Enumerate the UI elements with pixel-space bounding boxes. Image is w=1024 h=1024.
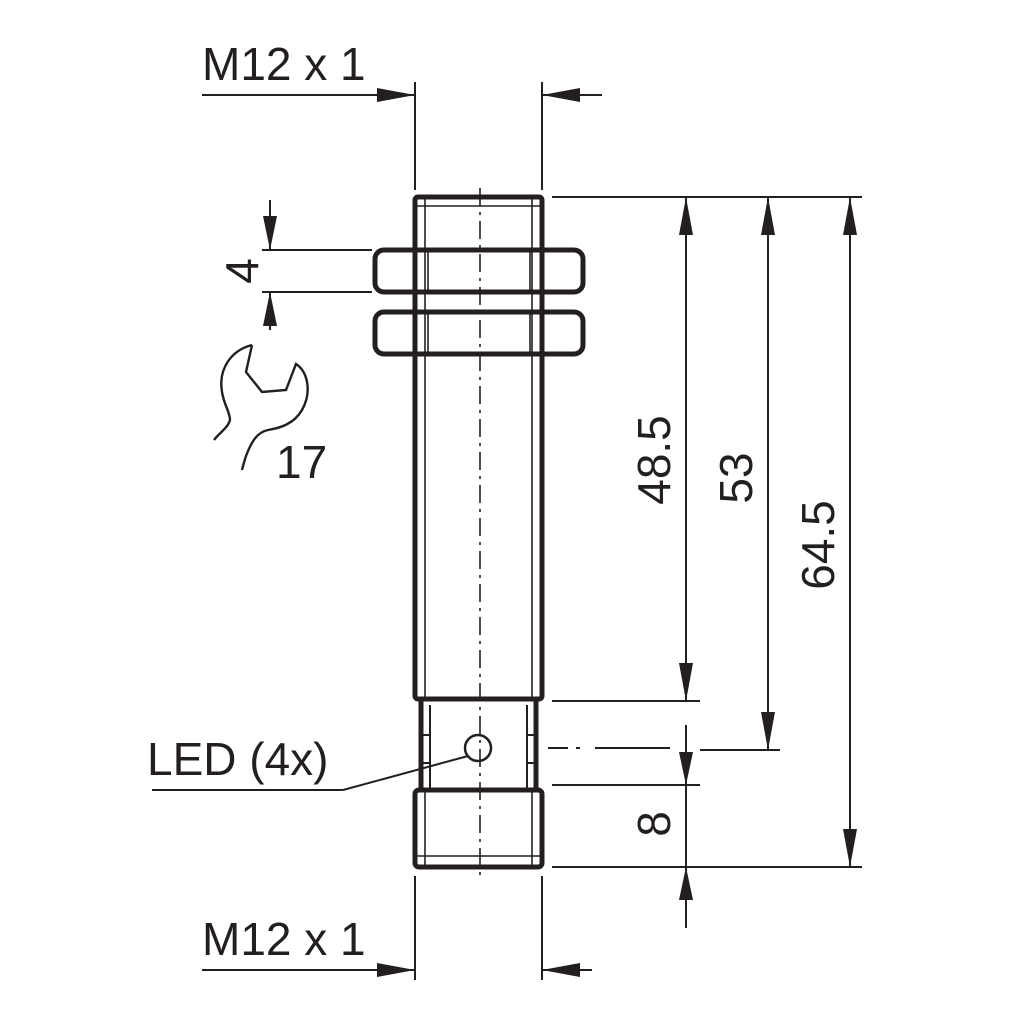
led-section (418, 699, 539, 790)
dim-64-5-label: 64.5 (792, 500, 844, 590)
top-thread-label: M12 x 1 (202, 38, 366, 90)
hex-nut-upper (372, 247, 586, 295)
dim-8-arrow-top (679, 752, 693, 785)
wrench-size-callout: 17 (213, 343, 327, 488)
dim-64-5-arrow-bottom (843, 829, 857, 867)
dim-48-5-arrow-bottom (679, 663, 693, 701)
nut-height-arrow-bottom (263, 292, 277, 326)
dim-64-5-arrow-top (843, 197, 857, 235)
right-dimensions: 48.5 53 64.5 8 (548, 196, 862, 928)
nut-height-arrow-top (263, 216, 277, 250)
led-callout: LED (4x) (147, 733, 469, 791)
top-thread-arrow-right (542, 88, 580, 102)
top-thread-arrow-left (377, 88, 415, 102)
dim-53-arrow-top (761, 197, 775, 235)
dim-48-5-label: 48.5 (628, 415, 680, 505)
nut-height-label: 4 (216, 258, 268, 284)
wrench-icon (213, 343, 309, 471)
connector-thread (412, 787, 545, 870)
led-indicator (463, 733, 493, 763)
hex-nut-lower (372, 309, 586, 357)
dim-8-arrow-bottom (679, 867, 693, 900)
top-thread-dimension: M12 x 1 (202, 38, 602, 190)
dim-48-5-arrow-top (679, 197, 693, 235)
sensor-body (372, 188, 586, 878)
threaded-housing (412, 194, 545, 702)
dim-53-arrow-bottom (761, 712, 775, 750)
bottom-thread-arrow-left (377, 963, 415, 977)
bottom-thread-dimension: M12 x 1 (202, 876, 592, 980)
wrench-size-label: 17 (276, 436, 327, 488)
bottom-thread-label: M12 x 1 (202, 913, 366, 965)
nut-height-dimension: 4 (216, 200, 372, 330)
dim-53-label: 53 (710, 452, 762, 503)
led-callout-label: LED (4x) (147, 733, 328, 785)
led-callout-leader (342, 755, 469, 791)
bottom-thread-arrow-right (542, 963, 580, 977)
dim-8-label: 8 (628, 811, 680, 837)
